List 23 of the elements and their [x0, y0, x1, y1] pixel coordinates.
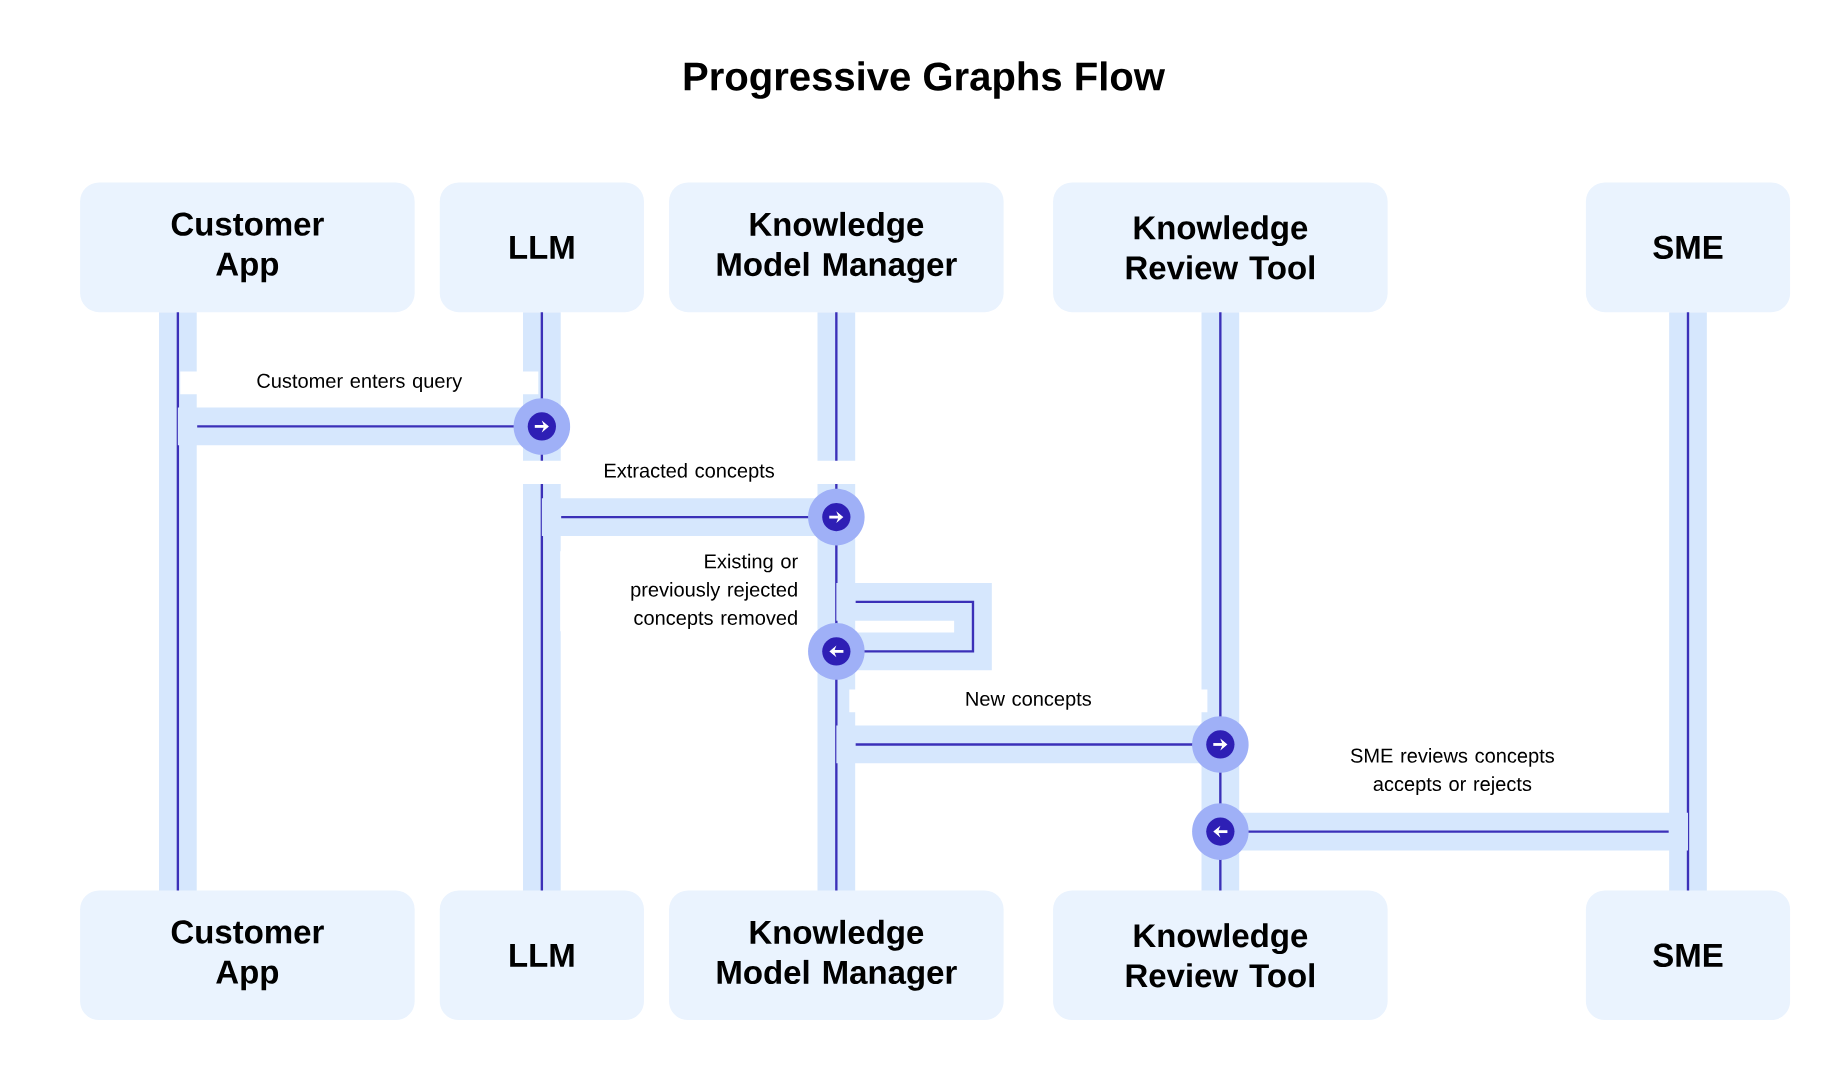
edge-label: Extracted concepts — [605, 463, 775, 482]
participant-box: SME — [1585, 890, 1791, 1021]
message-arrow — [808, 600, 975, 680]
title: Progressive Graphs Flow — [684, 61, 1166, 100]
lifeline — [159, 311, 197, 893]
edge-label: SME reviews concepts accepts or rejects — [1350, 748, 1554, 796]
edge-label: Existing or previously rejected concepts removed — [631, 553, 798, 630]
participant-box: LLM — [439, 890, 644, 1021]
participant-box: Knowledge Review Tool — [1053, 182, 1388, 313]
participant-box: Knowledge Model Manager — [669, 182, 1004, 313]
edge-label: Customer enters query — [257, 374, 463, 393]
message-arrow — [561, 489, 865, 546]
participant-box: Customer App — [80, 890, 415, 1021]
participant-box: SME — [1585, 182, 1791, 313]
edge-label: New concepts — [966, 692, 1091, 710]
message-arrow — [855, 716, 1249, 773]
participant-box: Knowledge Model Manager — [669, 890, 1004, 1021]
participant-box: LLM — [439, 182, 644, 313]
lifeline — [1669, 311, 1707, 893]
participant-box: Knowledge Review Tool — [1053, 890, 1388, 1021]
message-arrow — [1192, 803, 1669, 861]
participant-box: Customer App — [80, 182, 415, 313]
message-arrow — [197, 398, 571, 455]
